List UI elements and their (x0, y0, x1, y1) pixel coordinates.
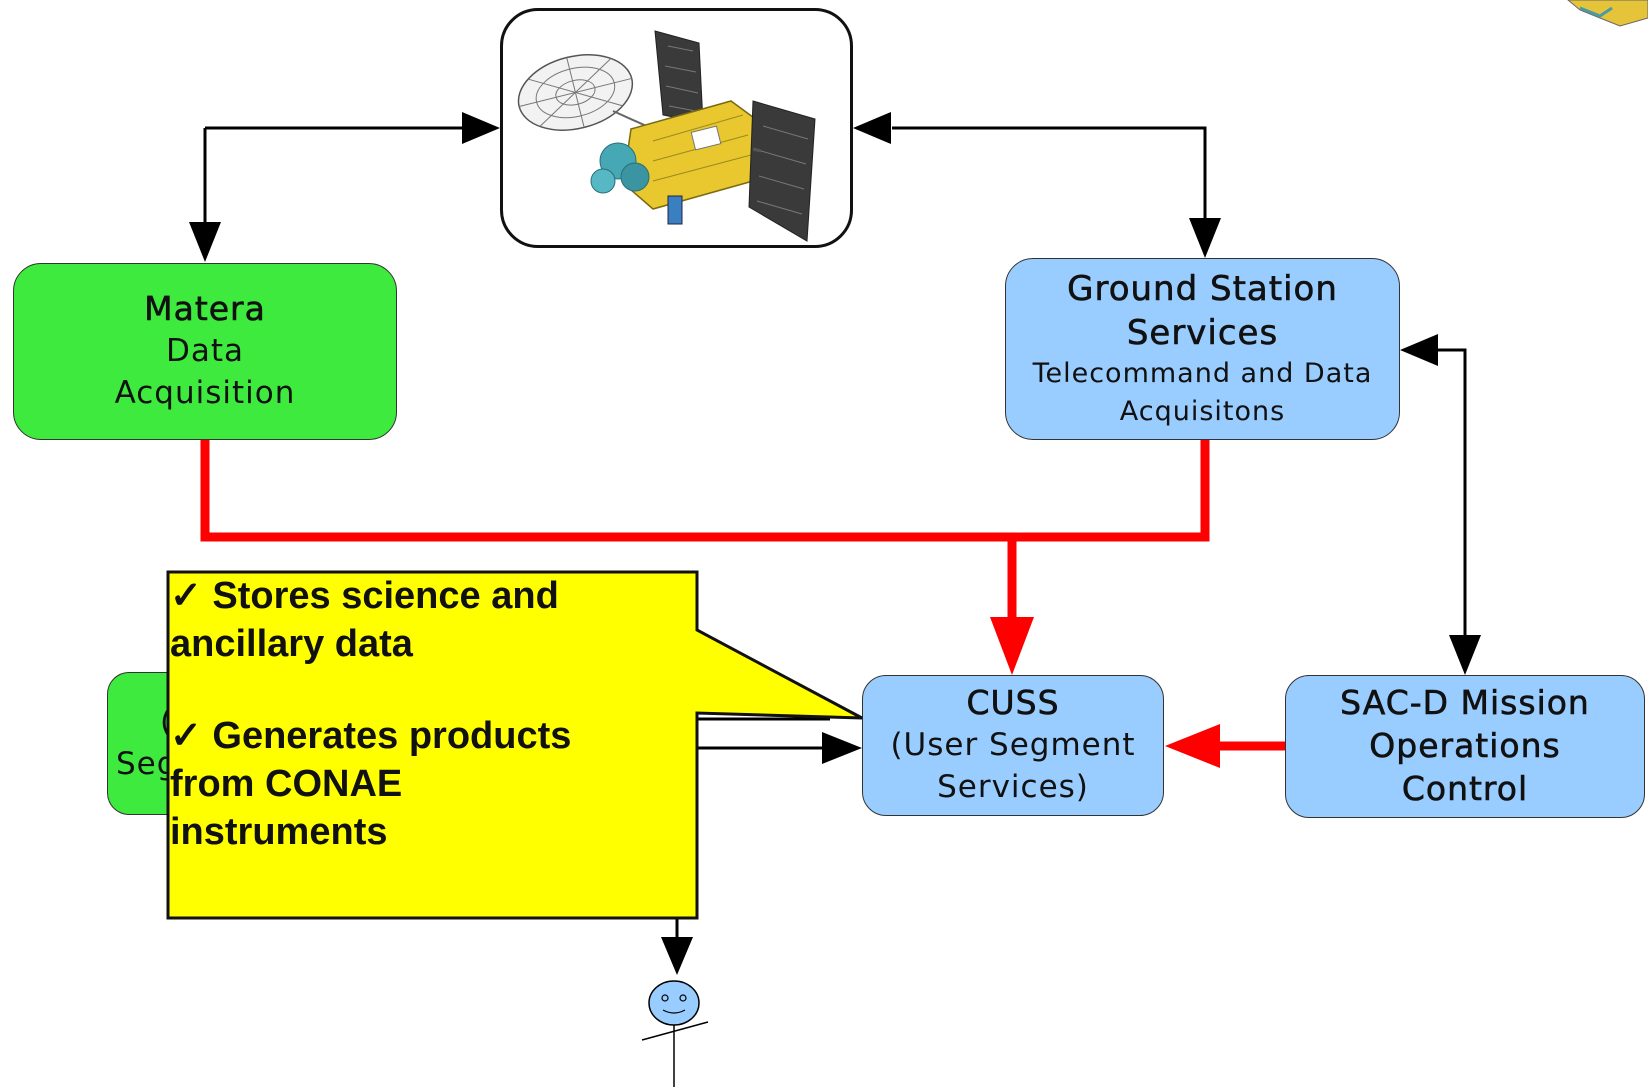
link-ground-station-sacd (1400, 334, 1481, 675)
callout-bullet-2-line-1: ✓ Generates products (170, 715, 572, 757)
archive-node[interactable]: ( Seg (107, 672, 177, 815)
cuss-title: CUSS (966, 683, 1060, 723)
link-matera-satellite (189, 112, 500, 262)
link-archive-to-cuss (690, 717, 862, 764)
ground-station-sub-1: Telecommand and Data (1032, 358, 1373, 390)
matera-line-2: Acquisition (114, 374, 296, 411)
callout-note: ✓ Stores science and ancillary data ✓ Ge… (170, 572, 690, 856)
user-figure-icon (641, 980, 709, 1087)
cuss-line-1: (User Segment (890, 727, 1136, 764)
archive-node-fragment-2: Seg (116, 745, 178, 782)
data-flow-to-cuss (200, 440, 1210, 675)
link-satellite-ground-station (853, 112, 1221, 258)
ground-station-title-2: Services (1126, 313, 1279, 354)
data-flow-sacd-to-cuss (1165, 724, 1285, 768)
sacd-mission-node[interactable]: SAC-D Mission Operations Control (1285, 675, 1645, 818)
cuss-node[interactable]: CUSS (User Segment Services) (862, 675, 1164, 816)
sacd-line-2: Operations (1369, 726, 1561, 766)
matera-line-1: Data (165, 333, 245, 370)
satellite-fragment-icon (1567, 0, 1648, 27)
callout-bullet-2-line-2: from CONAE (170, 763, 403, 805)
satellite-icon (517, 30, 816, 242)
satellite-image (500, 8, 853, 248)
ground-station-sub-2: Acquisitons (1119, 396, 1286, 428)
callout-bullet-1-line-1: ✓ Stores science and (170, 575, 559, 617)
sacd-line-1: SAC-D Mission (1340, 683, 1590, 723)
callout-bullet-2-line-3: instruments (170, 811, 388, 853)
sacd-line-3: Control (1401, 768, 1529, 809)
link-to-user (661, 918, 693, 975)
ground-station-node[interactable]: Ground Station Services Telecommand and … (1005, 258, 1400, 440)
matera-title: Matera (144, 289, 266, 329)
ground-station-title-1: Ground Station (1067, 269, 1338, 310)
cuss-line-2: Services) (937, 768, 1089, 805)
callout-bullet-1-line-2: ancillary data (170, 623, 413, 665)
matera-node[interactable]: Matera Data Acquisition (13, 263, 397, 440)
